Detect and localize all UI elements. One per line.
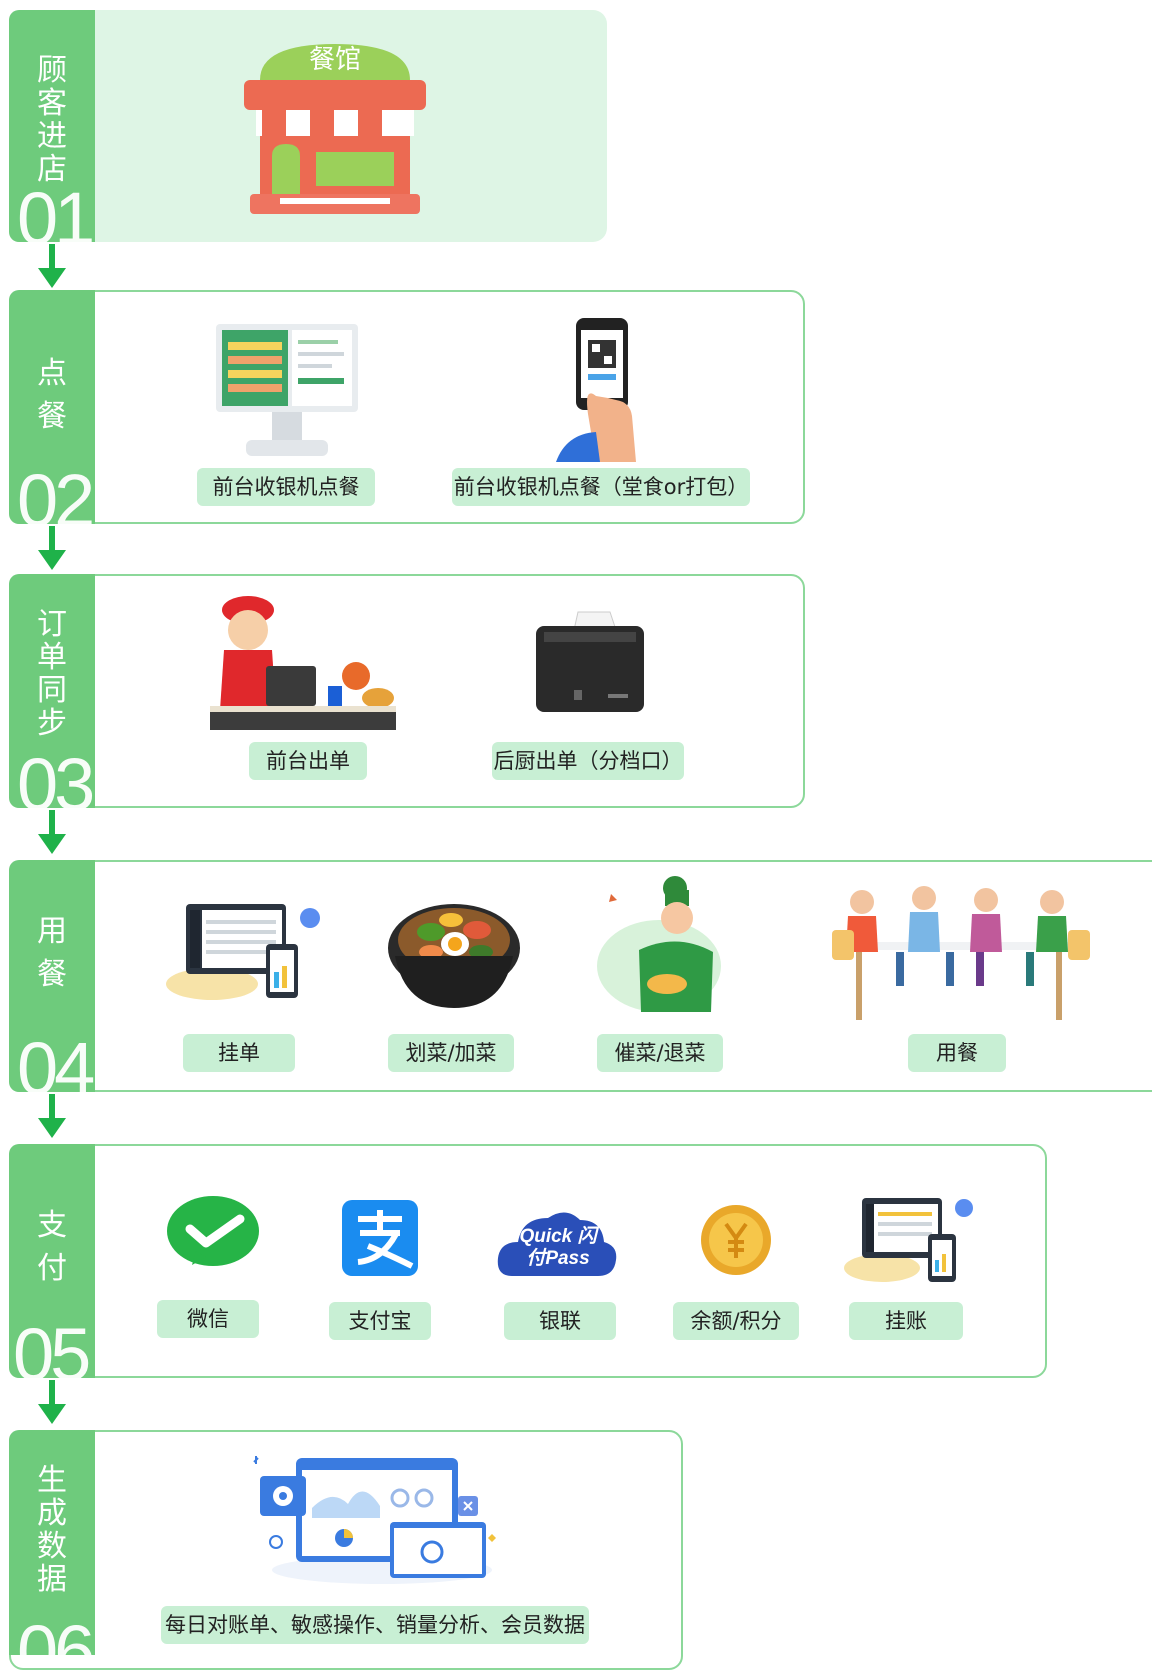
step-06-tab: 生成数据 06 (9, 1430, 95, 1655)
step-number: 04 (17, 1027, 95, 1093)
option-label: 每日对账单、敏感操作、销量分析、会员数据 (161, 1606, 589, 1644)
shop-sign-text: 餐馆 (308, 45, 361, 75)
cashier-counter-icon (210, 590, 396, 730)
option-label: 挂账 (849, 1302, 963, 1340)
bibimbap-bowl-icon (385, 896, 523, 1012)
step-04-tab: 用餐 04 (9, 860, 95, 1092)
option-label: 后厨出单（分档口） (492, 742, 684, 780)
step-05-tab: 支付 05 (9, 1144, 95, 1378)
wechat-pay-icon (166, 1195, 260, 1275)
step-number: 02 (17, 459, 95, 525)
step-title: 支付 (37, 1208, 67, 1286)
quickpass-logo-text: Quick 闪付Pass (519, 1226, 597, 1269)
step-number: 01 (17, 177, 95, 243)
quickpass-unionpay-icon: Quick 闪付Pass (496, 1204, 618, 1278)
down-arrow-icon (38, 1380, 66, 1424)
step-number: 03 (17, 743, 95, 809)
receipt-printer-icon (534, 610, 646, 720)
down-arrow-icon (38, 244, 66, 288)
chef-icon (595, 876, 733, 1012)
step-title: 用餐 (37, 914, 67, 992)
option-label: 划菜/加菜 (388, 1034, 514, 1072)
down-arrow-icon (38, 1094, 66, 1138)
gold-coin-icon (700, 1204, 772, 1276)
option-label: 前台出单 (249, 742, 367, 780)
diners-table-icon (826, 880, 1092, 1020)
step-03-tab: 订单同步 03 (9, 574, 95, 808)
option-label: 支付宝 (329, 1302, 431, 1340)
option-label: 前台收银机点餐（堂食or打包） (452, 468, 750, 506)
step-01-tab: 顾客进店 01 (9, 10, 95, 242)
option-label: 催菜/退菜 (597, 1034, 723, 1072)
dashboard-monitor-icon (162, 898, 322, 1008)
option-label: 余额/积分 (673, 1302, 799, 1340)
option-label: 微信 (157, 1300, 259, 1338)
step-number: 05 (13, 1313, 91, 1379)
option-label: 用餐 (908, 1034, 1006, 1072)
restaurant-shop-icon: 餐馆 (240, 40, 430, 220)
phone-qr-scan-icon (536, 316, 646, 462)
step-title: 点餐 (37, 356, 67, 434)
step-title: 生成数据 (37, 1463, 67, 1597)
step-02-tab: 点餐 02 (9, 290, 95, 524)
down-arrow-icon (38, 810, 66, 854)
credit-account-icon (842, 1194, 974, 1290)
step-03-panel (9, 574, 805, 808)
option-label: 挂单 (183, 1034, 295, 1072)
option-label: 前台收银机点餐 (197, 468, 375, 506)
step-title: 顾客进店 (37, 53, 67, 187)
pos-terminal-icon (212, 320, 362, 462)
data-analytics-dashboard-icon (252, 1448, 506, 1584)
alipay-icon (342, 1200, 418, 1276)
step-title: 订单同步 (37, 607, 67, 741)
option-label: 银联 (504, 1302, 616, 1340)
down-arrow-icon (38, 526, 66, 570)
step-number: 06 (17, 1610, 95, 1656)
